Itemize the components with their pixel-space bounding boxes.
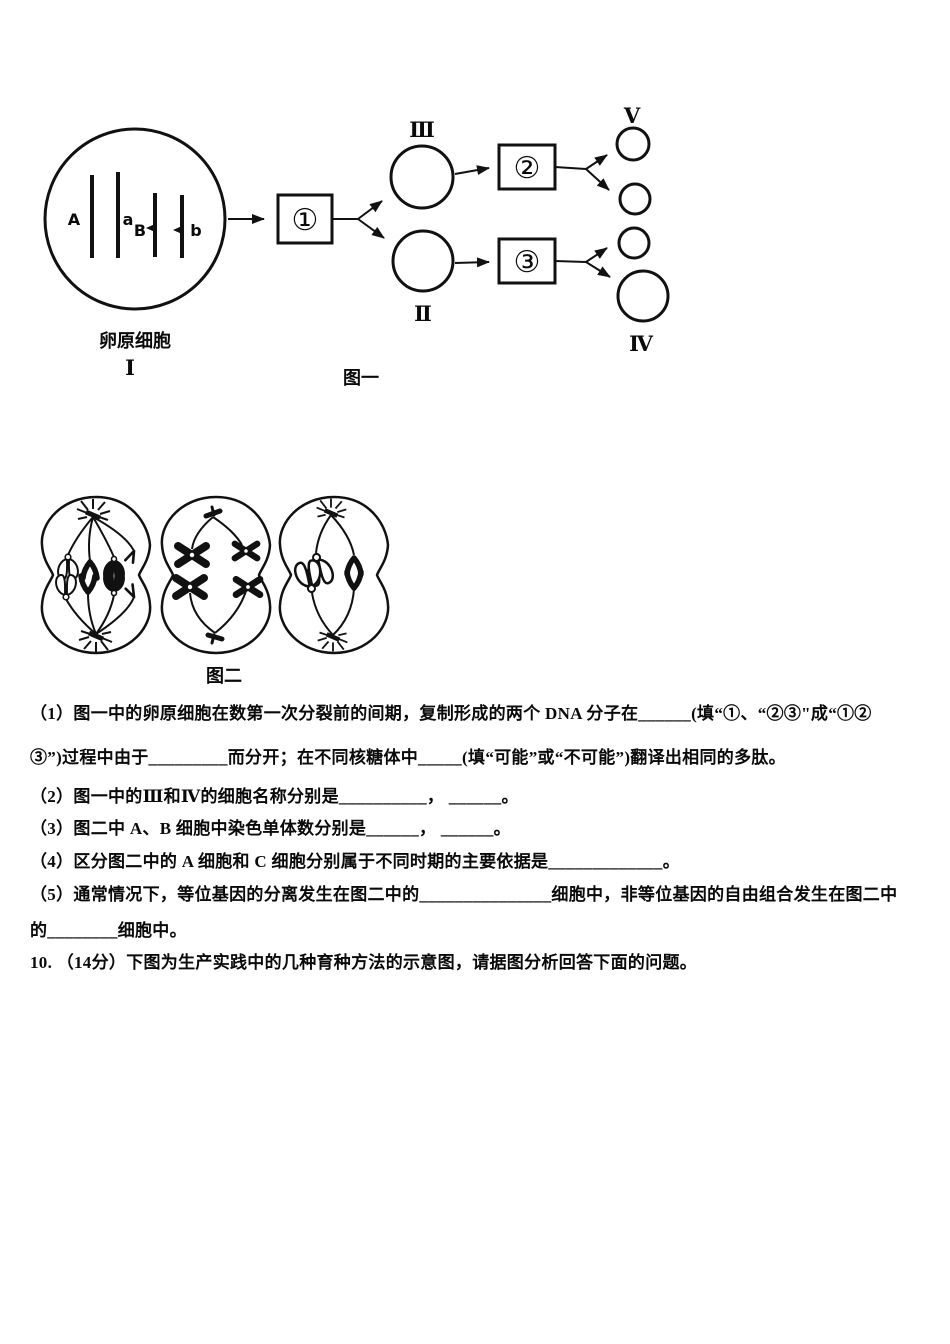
arrow-III-to-box2 [454, 165, 490, 176]
figure2-diagram: 图二 [40, 495, 390, 686]
cell-label-II: Ⅱ [414, 302, 432, 326]
cell-a [40, 495, 152, 653]
chromosome-label-A: A [68, 210, 81, 229]
arrow-II-to-box3 [454, 257, 490, 268]
chromosome-label-b: b [190, 221, 201, 240]
figure1-caption: 图一 [343, 368, 379, 388]
question-10-stem: 10. （14分）下图为生产实践中的几种育种方法的示意图，请据图分析回答下面的问… [30, 953, 698, 972]
question-4: （4）区分图二中的 A 细胞和 C 细胞分别属于不同时期的主要依据是______… [30, 852, 681, 871]
process-box-2-label: ② [514, 151, 541, 186]
oogonium-numeral: Ⅰ [125, 356, 135, 380]
cell-label-V: Ⅴ [623, 105, 641, 128]
small-cell-1 [618, 182, 652, 216]
cell-label-III: Ⅲ [409, 118, 435, 142]
chromosome-lines [90, 172, 184, 258]
figure1-diagram: A a B b ① Ⅲ Ⅱ ② Ⅴ ③ Ⅳ [43, 105, 670, 388]
process-box-1-label: ① [292, 203, 319, 238]
question-1-line-2: ③”)过程中由于_________而分开；在不同核糖体中_____(填“可能”或… [30, 748, 786, 767]
oogonium-label: 卵原细胞 [99, 330, 171, 351]
question-2: （2）图一中的Ⅲ和Ⅳ的细胞名称分别是__________， ______。 [30, 787, 519, 806]
question-1-line-1: （1）图一中的卵原细胞在数第一次分裂前的间期，复制形成的两个 DNA 分子在__… [30, 704, 872, 723]
tick-b [173, 226, 182, 234]
cell-label-IV: Ⅳ [629, 332, 654, 356]
question-5-line-1: （5）通常情况下，等位基因的分离发生在图二中的_______________细胞… [30, 885, 898, 904]
cell-circle-II [391, 229, 455, 293]
question-5-line-2: 的________细胞中。 [30, 921, 187, 940]
chromosome-label-B: B [134, 221, 146, 240]
cell-b [160, 495, 272, 655]
arrow-to-III [357, 200, 383, 220]
small-cell-2 [617, 226, 651, 260]
figure2-caption: 图二 [206, 666, 242, 686]
arrow-to-V [585, 154, 608, 170]
line-box2-split [554, 166, 587, 170]
cell-circle-III [389, 144, 455, 210]
tick-B [146, 224, 155, 232]
cell-circle-V [615, 126, 651, 162]
cell-c [278, 495, 390, 655]
line-box3-split [554, 260, 587, 263]
arrow-to-small-cell-1 [585, 168, 610, 191]
chromosome-label-a: a [123, 210, 134, 229]
oogonium-circle [43, 127, 227, 311]
question-3: （3）图二中 A、B 细胞中染色单体数分别是______， ______。 [30, 819, 511, 838]
cell-circle-IV [616, 269, 670, 323]
arrow-to-IV [585, 261, 611, 278]
arrow-to-small-cell-2 [585, 247, 608, 263]
arrow-to-II [357, 218, 385, 239]
process-box-3-label: ③ [514, 245, 541, 280]
